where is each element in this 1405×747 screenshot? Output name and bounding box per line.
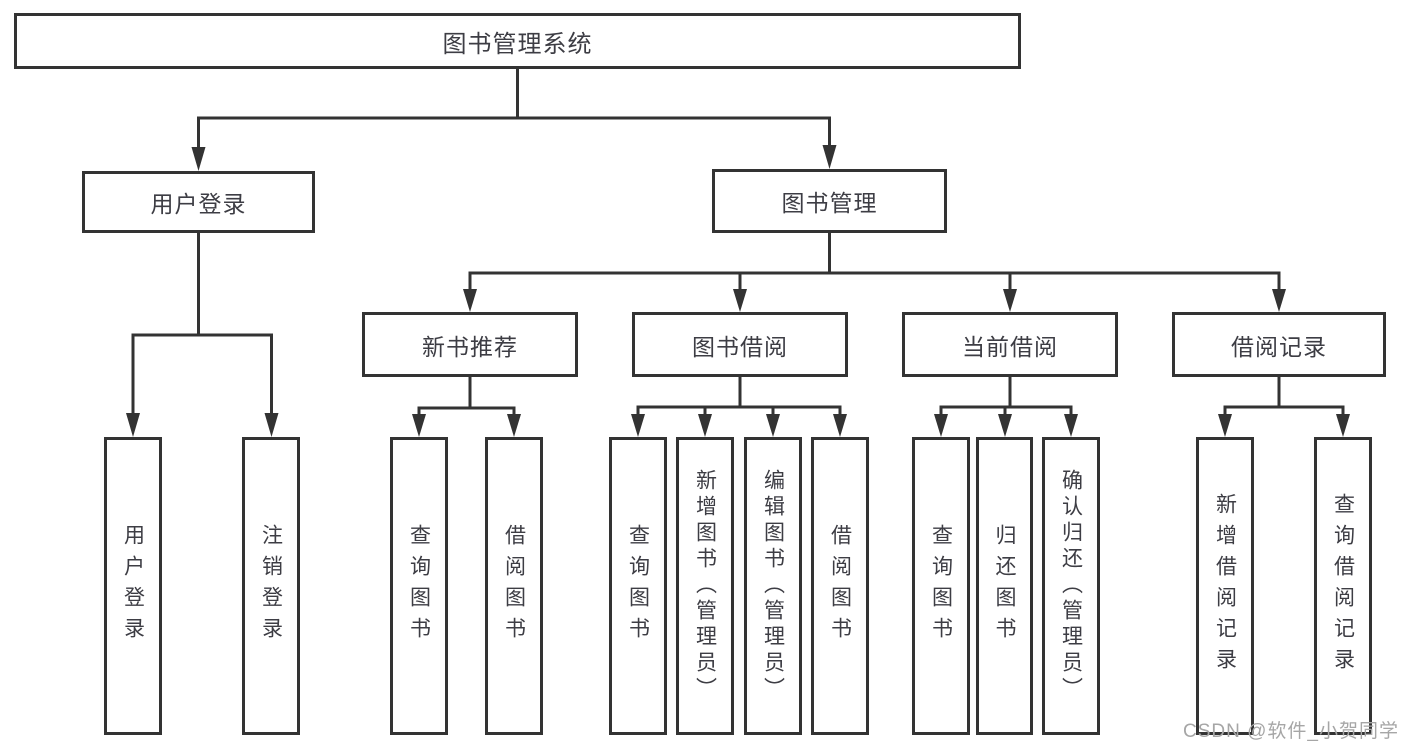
node-label: 查询借阅记录 — [1331, 493, 1355, 679]
connector-book-mgmt-to-level3 — [463, 233, 1286, 312]
connector-current-borrow-children — [934, 377, 1078, 437]
connector-borrow-records-children — [1218, 377, 1350, 437]
node-leaf-bb-add-books: 新增图书（管理员） — [676, 437, 734, 735]
node-label: 借阅图书 — [828, 524, 852, 648]
node-leaf-user-login: 用户登录 — [104, 437, 162, 735]
node-label: 编辑图书（管理员） — [761, 469, 785, 703]
node-book-mgmt: 图书管理 — [712, 169, 947, 233]
node-book-borrow: 图书借阅 — [632, 312, 848, 377]
node-label: 借阅图书 — [502, 524, 526, 648]
node-leaf-br-query-record: 查询借阅记录 — [1314, 437, 1372, 735]
node-label: 新增图书（管理员） — [693, 469, 717, 703]
node-leaf-bb-query-books: 查询图书 — [609, 437, 667, 735]
node-label: 归还图书 — [993, 524, 1016, 648]
node-leaf-cb-return-books: 归还图书 — [976, 437, 1033, 735]
node-leaf-rec-query-books: 查询图书 — [390, 437, 448, 735]
node-leaf-cb-confirm-return: 确认归还（管理员） — [1042, 437, 1100, 735]
node-leaf-bb-borrow-books: 借阅图书 — [811, 437, 869, 735]
node-label: 确认归还（管理员） — [1059, 469, 1083, 703]
node-label: 注销登录 — [259, 524, 283, 648]
node-label: 查询图书 — [407, 524, 431, 648]
node-label: 用户登录 — [121, 524, 145, 648]
connector-user-login-children — [126, 233, 279, 437]
node-leaf-bb-edit-books: 编辑图书（管理员） — [744, 437, 802, 735]
connector-new-book-rec-children — [412, 377, 521, 437]
node-user-login: 用户登录 — [82, 171, 315, 233]
connector-root-to-level2 — [191, 69, 837, 171]
node-leaf-logout: 注销登录 — [242, 437, 300, 735]
csdn-watermark: CSDN @软件_小贺同学 — [1183, 721, 1399, 742]
connector-book-borrow-children — [631, 377, 847, 437]
node-root: 图书管理系统 — [14, 13, 1021, 69]
node-leaf-rec-borrow-books: 借阅图书 — [485, 437, 543, 735]
node-borrow-records: 借阅记录 — [1172, 312, 1386, 377]
node-new-book-rec: 新书推荐 — [362, 312, 578, 377]
node-label: 查询图书 — [929, 524, 953, 648]
node-label: 查询图书 — [626, 524, 650, 648]
node-label: 新增借阅记录 — [1213, 493, 1237, 679]
node-current-borrow: 当前借阅 — [902, 312, 1118, 377]
node-leaf-br-add-record: 新增借阅记录 — [1196, 437, 1254, 735]
node-leaf-cb-query-books: 查询图书 — [912, 437, 970, 735]
